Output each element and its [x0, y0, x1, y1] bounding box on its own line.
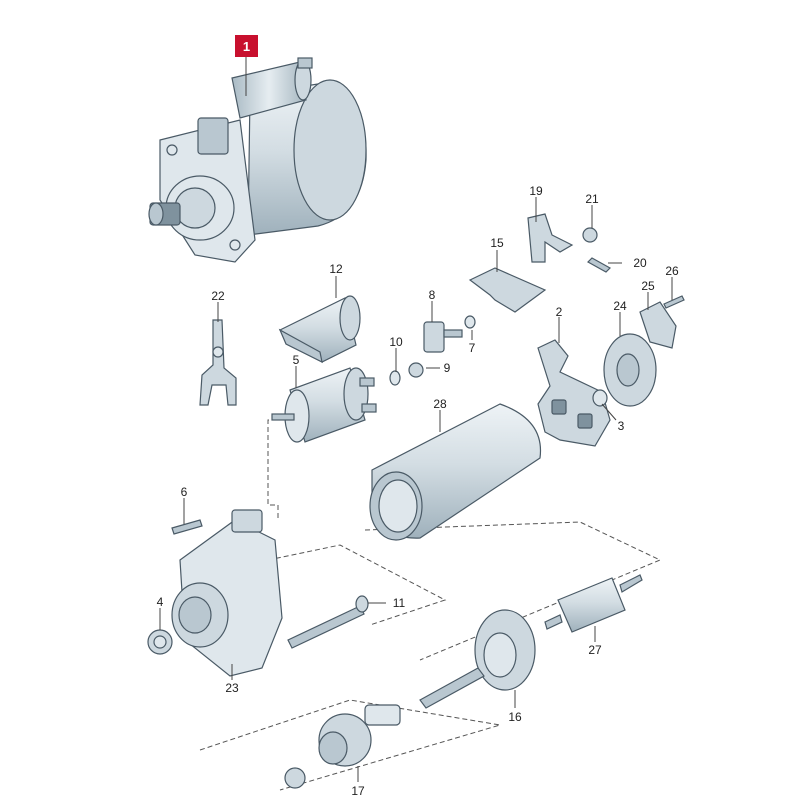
bushing-4	[147, 629, 173, 655]
callout-12-label: 12	[329, 262, 343, 276]
callout-2-label: 2	[556, 305, 563, 319]
callout-3-label: 3	[618, 419, 625, 433]
callout-19-label: 19	[529, 184, 543, 198]
solenoid-switch	[271, 367, 377, 443]
callout-24-label: 24	[613, 299, 627, 313]
callout-9-label: 9	[444, 361, 451, 375]
washer-10	[389, 370, 401, 386]
bushing-3	[592, 389, 608, 407]
bolt-26	[663, 295, 685, 309]
callout-6-label: 6	[181, 485, 188, 499]
callout-10-label: 10	[389, 335, 403, 349]
planet-gear-shaft	[419, 609, 536, 709]
cover-24	[603, 333, 657, 407]
nut-21	[582, 227, 598, 243]
callout-16-label: 16	[508, 710, 522, 724]
callout-15-label: 15	[490, 236, 504, 250]
bolt-20	[587, 257, 611, 273]
callout-1: 1	[235, 35, 258, 57]
callout-7-label: 7	[469, 341, 476, 355]
callout-21-label: 21	[585, 192, 599, 206]
bracket-19	[527, 213, 574, 263]
callout-25-label: 25	[641, 279, 655, 293]
callout-1-label: 1	[243, 39, 250, 54]
sleeve	[278, 295, 361, 364]
callout-23-label: 23	[225, 681, 239, 695]
callout-5-label: 5	[293, 353, 300, 367]
callout-11-label: 11	[393, 596, 406, 610]
stator-housing	[369, 403, 542, 541]
bolt-6	[171, 519, 203, 535]
bracket-15	[468, 267, 547, 313]
terminal-part	[423, 321, 463, 353]
callout-27-label: 27	[588, 643, 602, 657]
nut-7	[464, 315, 476, 329]
cap-25	[639, 301, 677, 349]
callout-17-label: 17	[351, 784, 365, 798]
brush-holder	[537, 339, 611, 447]
callout-4-label: 4	[157, 595, 164, 609]
callout-1-highlight	[235, 35, 258, 57]
callout-26-label: 26	[665, 264, 679, 278]
starter-motor-assembly	[148, 57, 367, 263]
drive-end-housing	[171, 509, 283, 677]
nut-9	[408, 362, 424, 378]
engaging-lever	[199, 319, 237, 406]
through-bolt	[287, 595, 369, 649]
leader-lines	[159, 56, 673, 782]
callout-labels: 1 2 3 4 5 6 7 8 9 10 11 12 15 16 17 19 2…	[157, 35, 679, 798]
callout-8-label: 8	[429, 288, 436, 302]
callout-22-label: 22	[211, 289, 225, 303]
armature	[544, 574, 643, 633]
pinion-freewheel	[284, 704, 401, 789]
callout-20-label: 20	[633, 256, 647, 270]
callout-28-label: 28	[433, 397, 447, 411]
